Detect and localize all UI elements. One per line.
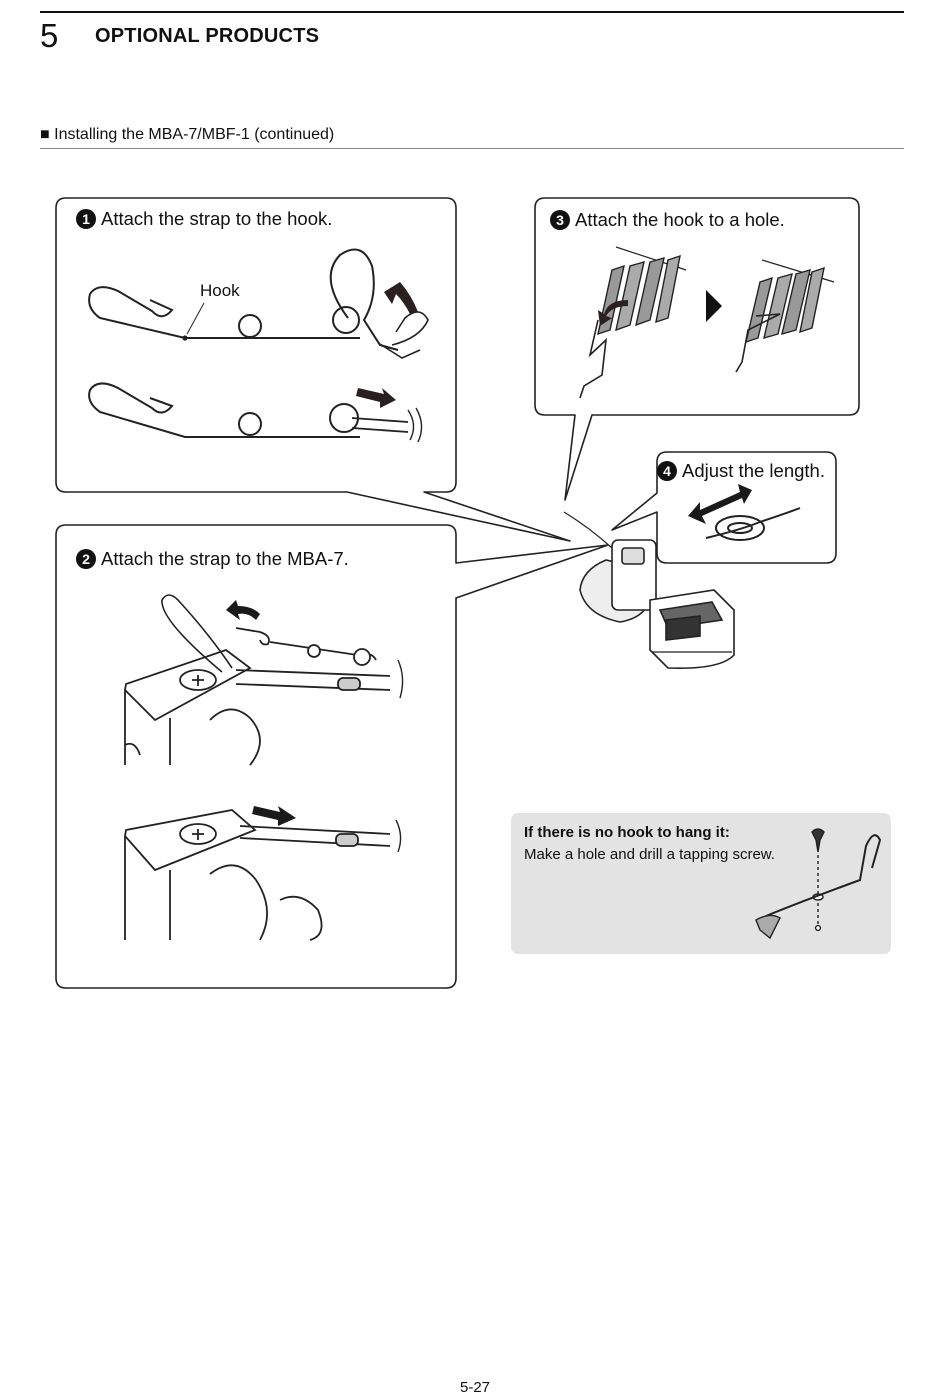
- step-1-number-badge: 1: [76, 209, 96, 229]
- note-box-shape: [511, 813, 891, 954]
- step-3-text: Attach the hook to a hole.: [575, 209, 785, 230]
- header-rule: [40, 11, 904, 13]
- double-arrow-icon: [688, 484, 752, 524]
- tapping-screw-drawing: [755, 828, 882, 940]
- hook-label: Hook: [200, 281, 240, 300]
- arrow-left-icon: [226, 600, 260, 620]
- note-body: Make a hole and drill a tapping screw.: [524, 846, 775, 863]
- callout-panel-step2: [55, 524, 609, 989]
- chapter-title: OPTIONAL PRODUCTS: [95, 25, 320, 47]
- hook-point-marker: [182, 335, 188, 341]
- arrow-right-triangle-icon: [706, 290, 722, 322]
- step-2-text: Attach the strap to the MBA-7.: [101, 548, 349, 569]
- section-heading: ■ Installing the MBA-7/MBF-1 (continued): [40, 126, 334, 144]
- hook-leader-line: [186, 302, 205, 335]
- hook-drawing-top: [88, 248, 429, 359]
- hole-drawing-right: [735, 259, 835, 373]
- hook-drawing-bottom: [88, 382, 423, 443]
- callout-panel-step1: [55, 197, 571, 542]
- arrow-right-icon: [356, 388, 396, 408]
- mba7-bracket-top: [124, 594, 404, 766]
- section-bullet: ■: [40, 126, 50, 143]
- arrow-down-left-icon: [598, 300, 628, 326]
- chapter-number: 5: [40, 17, 59, 54]
- mba7-charger-drawing: [563, 511, 735, 670]
- section-title: Installing the MBA-7/MBF-1 (continued): [54, 126, 335, 143]
- step-1-text: Attach the strap to the hook.: [101, 208, 333, 229]
- arrow-right-icon-2: [252, 806, 296, 826]
- arrow-up-icon: [384, 282, 418, 314]
- strap-loop-drawing: [705, 507, 801, 541]
- step-3-number-badge: 3: [550, 210, 570, 230]
- page-number: 5-27: [459, 1379, 491, 1396]
- note-title: If there is no hook to hang it:: [524, 824, 730, 841]
- mba7-bracket-bottom: [124, 809, 402, 941]
- step-4-text: Adjust the length.: [682, 460, 825, 481]
- step-4-number-badge: 4: [657, 461, 677, 481]
- step-2-number-badge: 2: [76, 549, 96, 569]
- section-rule: [40, 148, 904, 149]
